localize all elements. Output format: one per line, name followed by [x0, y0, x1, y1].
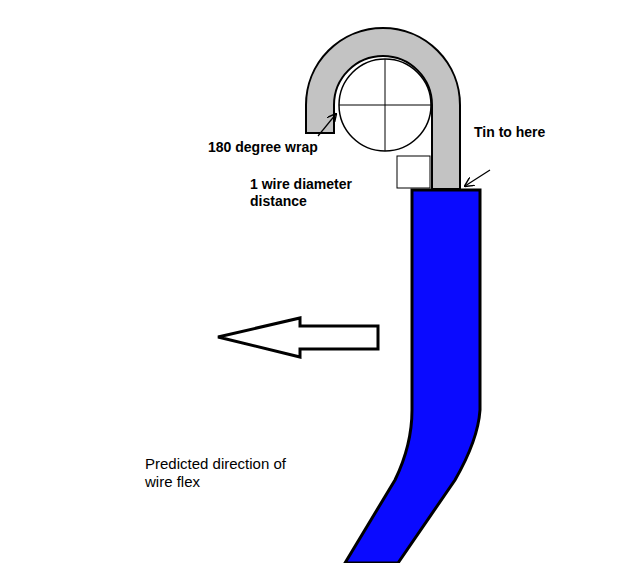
leader-arrow — [318, 114, 336, 136]
annotation-label: Predicted direction of wire flex — [145, 455, 287, 491]
crosshair — [385, 59, 386, 151]
wire-insulation — [345, 190, 480, 563]
direction-arrow — [218, 318, 378, 357]
gap-box — [397, 156, 430, 188]
terminal-post — [339, 59, 431, 151]
tinned-conductor — [306, 28, 460, 189]
annotation-label: Tin to here — [474, 124, 545, 141]
annotation-label: 180 degree wrap — [208, 139, 318, 156]
leader-arrow — [465, 170, 490, 186]
annotation-label: 1 wire diameter distance — [250, 176, 370, 210]
